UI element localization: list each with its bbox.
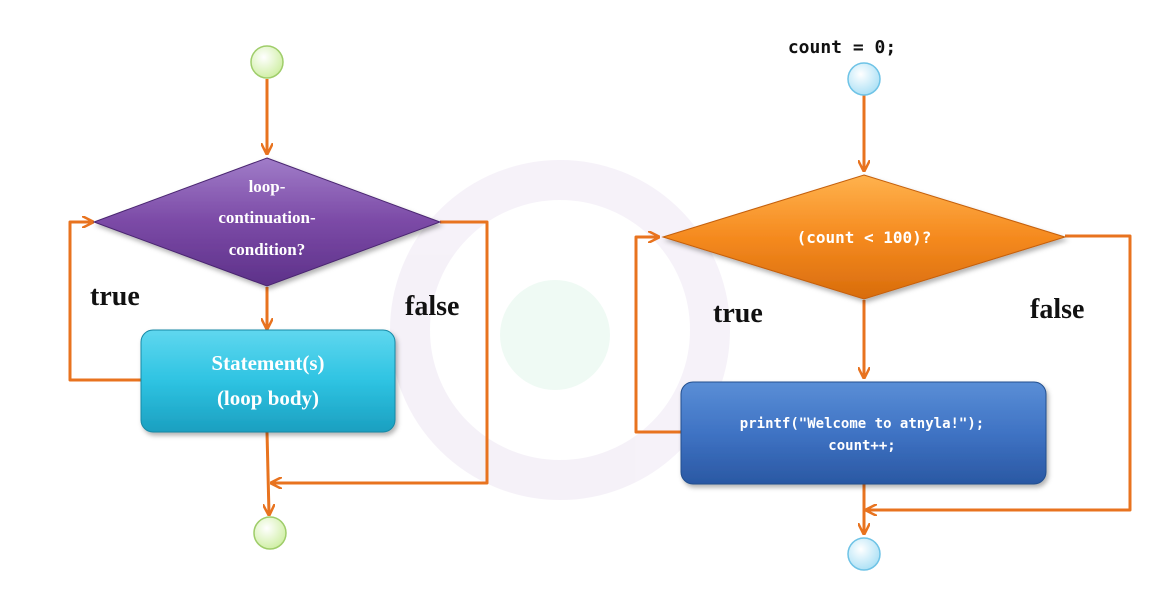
loop-body-box: [140, 329, 396, 433]
arrow-false-exit: [867, 234, 1132, 510]
arrow-body-to-end: [267, 431, 269, 514]
start-terminal: [847, 62, 881, 96]
false-label: false: [1030, 294, 1084, 325]
init-label: count = 0;: [788, 37, 896, 58]
loop-body-line-2: count++;: [828, 438, 895, 454]
true-label: true: [713, 298, 763, 329]
start-terminal: [250, 45, 284, 79]
left-flowchart: loop- continuation- condition? Statement…: [68, 45, 489, 550]
condition-diamond: [661, 174, 1067, 300]
loop-body-line-2: (loop body): [217, 386, 319, 410]
right-flowchart: count = 0; (count < 100)? printf("Welcom…: [634, 37, 1132, 571]
condition-diamond: [92, 157, 442, 287]
condition-text: (count < 100)?: [797, 228, 932, 247]
loop-body-line-1: printf("Welcome to atnyla!");: [740, 416, 984, 432]
true-label: true: [90, 281, 140, 312]
arrow-loop-back: [68, 222, 141, 382]
arrow-loop-back: [634, 237, 681, 434]
loop-body-line-1: Statement(s): [211, 351, 324, 375]
arrow-false-exit: [272, 220, 489, 483]
end-terminal: [847, 537, 881, 571]
loop-body-box: [680, 381, 1047, 485]
condition-text-line-1: loop-: [249, 177, 286, 196]
condition-text-line-2: continuation-: [218, 208, 316, 227]
condition-text-line-3: condition?: [229, 240, 306, 259]
end-terminal: [253, 516, 287, 550]
watermark: [390, 160, 730, 500]
false-label: false: [405, 291, 459, 322]
